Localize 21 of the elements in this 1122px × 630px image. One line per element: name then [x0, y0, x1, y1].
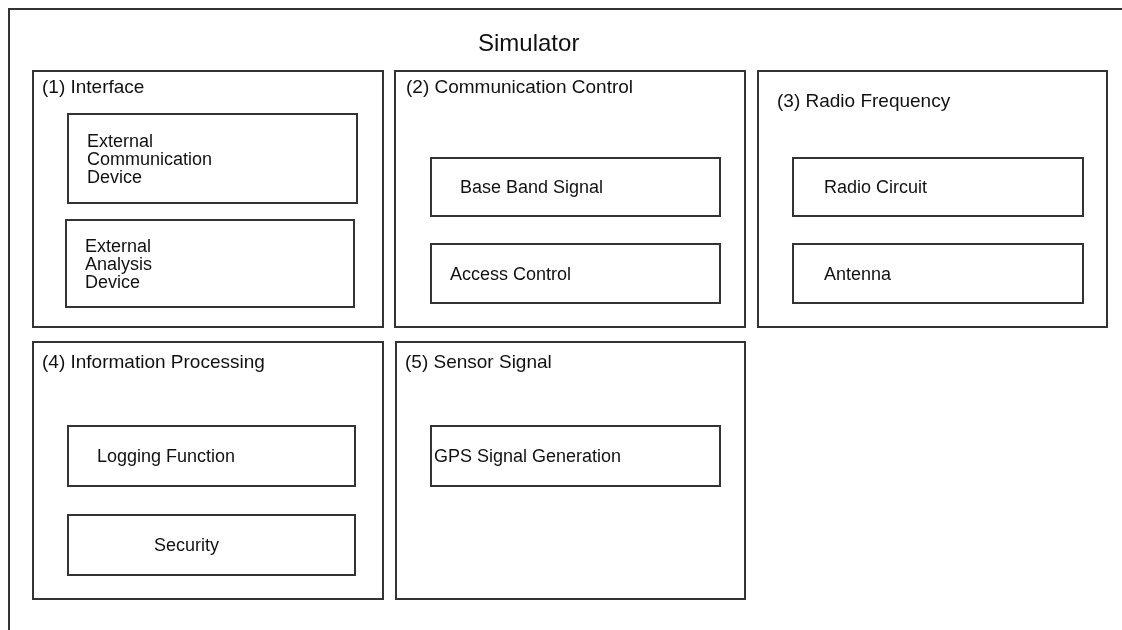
module-panel	[395, 341, 746, 600]
panel-heading: (4) Information Processing	[42, 351, 265, 373]
function-box: Security	[67, 514, 356, 576]
frame-heading: Simulator	[478, 32, 580, 54]
panel-heading: (3) Radio Frequency	[777, 90, 951, 112]
system-frame	[8, 8, 1122, 630]
panel-heading: (5) Sensor Signal	[405, 351, 552, 373]
function-box: Radio Circuit	[792, 157, 1084, 217]
module-panel	[757, 70, 1108, 328]
function-box: Access Control	[430, 243, 721, 304]
function-box: External Analysis Device	[65, 219, 355, 308]
module-panel	[32, 341, 384, 600]
panel-heading: (1) Interface	[42, 76, 145, 98]
panel-heading: (2) Communication Control	[406, 75, 635, 99]
function-box: External Communication Device	[67, 113, 358, 204]
function-box: Base Band Signal	[430, 157, 721, 217]
module-panel	[32, 70, 384, 328]
module-panel	[394, 70, 746, 328]
function-box: Logging Function	[67, 425, 356, 487]
function-box: GPS Signal Generation	[430, 425, 721, 487]
function-box: Antenna	[792, 243, 1084, 304]
